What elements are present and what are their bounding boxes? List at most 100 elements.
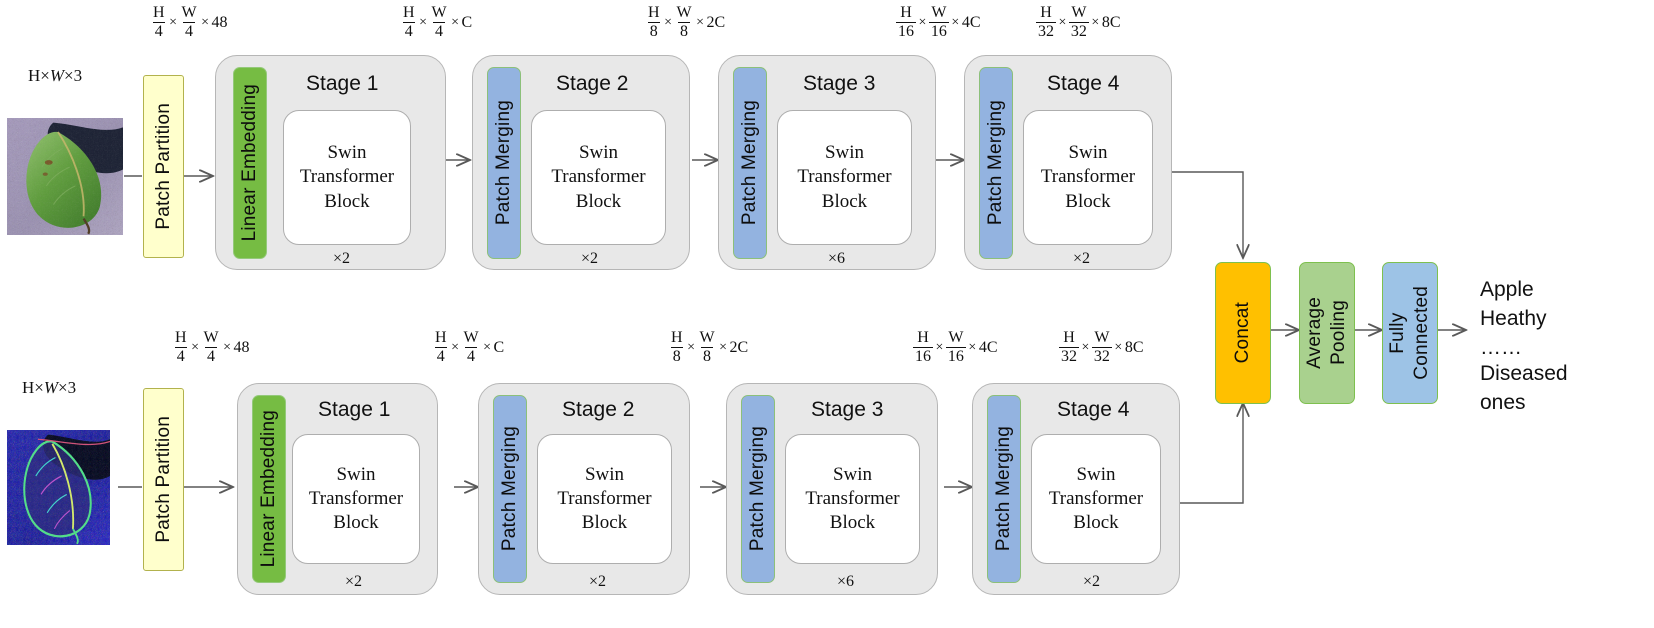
denominator: 16 — [928, 21, 949, 40]
channel-count: C — [461, 14, 473, 32]
times-symbol: × — [696, 15, 704, 31]
numerator: W — [431, 4, 447, 21]
numerator: H — [1063, 329, 1075, 346]
channel-count: 2C — [729, 339, 749, 357]
patch-merging-block[interactable]: Patch Merging — [987, 395, 1021, 583]
channel-count: 4C — [961, 14, 981, 32]
patch-merging-block[interactable]: Patch Merging — [741, 395, 775, 583]
numerator: H — [1040, 4, 1052, 21]
stage-repeat-count-1: ×2 — [333, 250, 351, 267]
side-block-label: Patch Merging — [747, 426, 768, 552]
denominator: 16 — [945, 346, 966, 365]
concat-block[interactable]: Concat — [1215, 262, 1271, 404]
denominator: 32 — [1036, 21, 1056, 40]
denominator: 32 — [1068, 21, 1089, 40]
patch-merging-block[interactable]: Patch Merging — [979, 67, 1013, 259]
patch-partition-label: Patch Partition — [152, 103, 174, 230]
stage-title-1: Stage 1 — [306, 72, 379, 95]
denominator: 8 — [701, 346, 714, 365]
denominator: 4 — [183, 21, 196, 40]
stage-title-3: Stage 3 — [811, 398, 884, 421]
times-symbol: × — [191, 340, 199, 356]
numerator: W — [181, 4, 197, 21]
numerator: H — [175, 329, 187, 346]
patch-partition-block[interactable]: Patch Partition — [143, 75, 184, 258]
patch-merging-block[interactable]: Patch Merging — [487, 67, 521, 259]
side-block-label: Patch Merging — [985, 100, 1006, 226]
numerator: H — [900, 4, 912, 21]
stage-repeat-count-4: ×2 — [1083, 573, 1101, 590]
numerator: H — [435, 329, 447, 346]
stage-repeat-count-4: ×2 — [1073, 250, 1091, 267]
numerator: W — [948, 329, 964, 346]
denominator: 4 — [434, 346, 447, 365]
denominator: 16 — [913, 346, 933, 365]
times-symbol: × — [664, 15, 672, 31]
channel-count: 4C — [978, 339, 998, 357]
numerator: H — [153, 4, 165, 21]
patch-partition-block[interactable]: Patch Partition — [143, 388, 184, 571]
denominator: 32 — [1059, 346, 1079, 365]
stage-repeat-count-2: ×2 — [589, 573, 607, 590]
denominator: 4 — [465, 346, 478, 365]
numerator: W — [203, 329, 219, 346]
input-dimension-label: H×W×3 — [22, 378, 77, 397]
stage-title-3: Stage 3 — [803, 72, 876, 95]
numerator: H — [671, 329, 683, 346]
stage-title-4: Stage 4 — [1047, 72, 1120, 95]
times-symbol: × — [201, 15, 209, 31]
numerator: W — [699, 329, 715, 346]
patch-merging-block[interactable]: Patch Merging — [493, 395, 527, 583]
denominator: 4 — [174, 346, 187, 365]
times-symbol: × — [1058, 15, 1067, 31]
stage-title-2: Stage 2 — [562, 398, 635, 421]
times-symbol: × — [169, 15, 177, 31]
stage-title-2: Stage 2 — [556, 72, 629, 95]
stage-repeat-count-3: ×6 — [837, 573, 855, 590]
channel-count: 2C — [706, 14, 726, 32]
linear-embedding-block[interactable]: Linear Embedding — [252, 395, 286, 583]
linear-embedding-block[interactable]: Linear Embedding — [233, 67, 267, 259]
denominator: 8 — [670, 346, 683, 365]
times-symbol: × — [1114, 340, 1123, 356]
patch-merging-block[interactable]: Patch Merging — [733, 67, 767, 259]
side-block-label: Linear Embedding — [239, 84, 260, 242]
denominator: 4 — [433, 21, 446, 40]
times-symbol: × — [1081, 340, 1090, 356]
